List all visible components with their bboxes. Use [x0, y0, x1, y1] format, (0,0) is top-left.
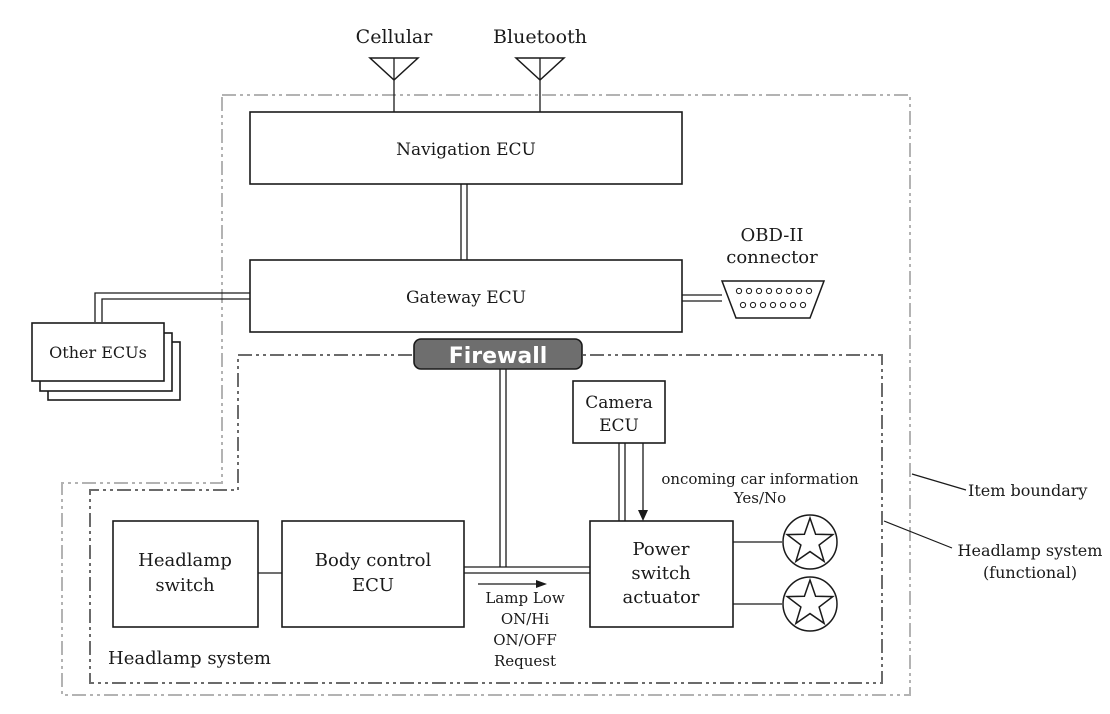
body-control-label-line1: Body control	[315, 550, 432, 571]
gateway-ecu-box: Gateway ECU	[249, 259, 683, 333]
bluetooth-antenna-icon	[514, 57, 566, 112]
item-boundary-line	[61, 94, 911, 696]
functional-boundary-line	[89, 354, 883, 684]
cellular-label: Cellular	[356, 26, 434, 48]
bluetooth-label: Bluetooth	[493, 26, 587, 48]
camera-ecu-label-line2: ECU	[599, 416, 639, 436]
gateway-ecu-label: Gateway ECU	[406, 288, 526, 308]
lamp-request-label-line4: Request	[494, 652, 556, 670]
obd-label-line2: connector	[726, 247, 818, 268]
item-boundary-label: Item boundary	[968, 481, 1087, 500]
gateway-other-ecus-link	[94, 292, 250, 322]
other-ecus-stack: Other ECUs	[31, 322, 181, 401]
navigation-ecu-box: Navigation ECU	[249, 111, 683, 185]
other-ecus-label: Other ECUs	[49, 343, 147, 362]
oncoming-info-arrow	[638, 443, 648, 521]
body-control-label-line2: ECU	[352, 575, 394, 596]
headlamp-functional-label-line2: (functional)	[983, 563, 1077, 582]
headlamp-switch-box: Headlamp switch	[112, 520, 259, 628]
cellular-antenna-icon	[368, 57, 420, 112]
camera-ecu-label-line1: Camera	[585, 393, 653, 413]
body-control-ecu-box: Body control ECU	[281, 520, 465, 628]
headlamp-switch-label-line1: Headlamp	[138, 550, 232, 571]
oncoming-info-label-line1: oncoming car information	[661, 470, 859, 488]
headlamp-upper-icon	[782, 514, 838, 570]
power-switch-label-line2: switch	[631, 563, 691, 584]
camera-ecu-box: Camera ECU	[572, 380, 666, 444]
headlamp-lower-icon	[782, 576, 838, 632]
obd-connector-icon	[720, 280, 826, 319]
oncoming-info-label-line2: Yes/No	[733, 489, 786, 507]
headlamp-functional-label-line1: Headlamp system	[958, 541, 1103, 560]
functional-boundary-leader	[883, 520, 953, 549]
lamp-request-label-line1: Lamp Low	[485, 589, 564, 607]
lamp-request-label-line3: ON/OFF	[493, 631, 557, 649]
headlamp-switch-label-line2: switch	[155, 575, 215, 596]
lamp-request-label-line2: ON/Hi	[501, 610, 550, 628]
obd-label-line1: OBD-II	[740, 225, 803, 246]
lamp-request-arrow	[478, 580, 547, 588]
headlamp-system-label: Headlamp system	[108, 648, 271, 669]
firewall-badge: Firewall	[413, 338, 583, 370]
item-boundary-leader	[911, 473, 967, 491]
power-switch-actuator-box: Power switch actuator	[589, 520, 734, 628]
navigation-ecu-label: Navigation ECU	[396, 140, 536, 160]
firewall-label: Firewall	[449, 344, 548, 369]
power-switch-label-line1: Power	[633, 539, 690, 560]
power-switch-label-line3: actuator	[622, 587, 699, 608]
